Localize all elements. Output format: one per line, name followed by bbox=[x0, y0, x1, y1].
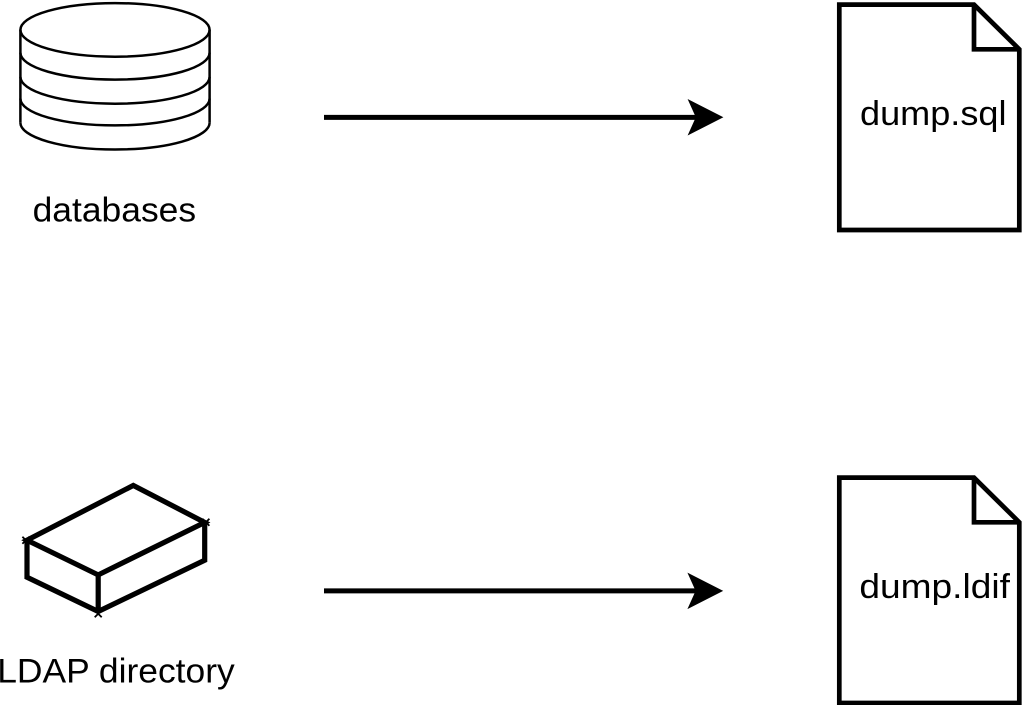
svg-text:LDAP directory: LDAP directory bbox=[0, 652, 235, 690]
svg-text:databases: databases bbox=[33, 192, 197, 230]
svg-text:dump.sql: dump.sql bbox=[860, 95, 1007, 133]
svg-text:dump.ldif: dump.ldif bbox=[859, 568, 1010, 606]
